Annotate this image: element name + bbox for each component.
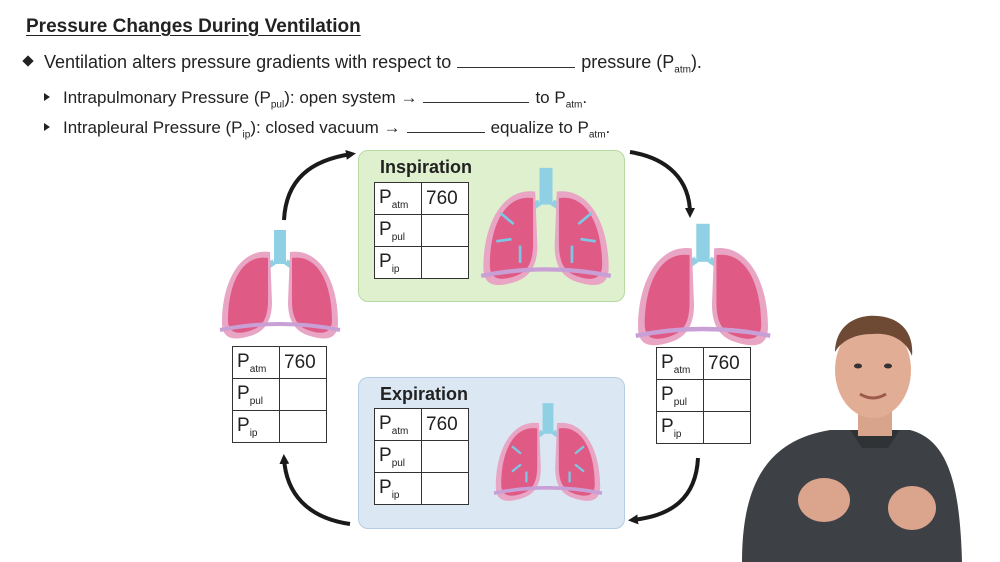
label-ppul: Ppul <box>374 214 422 247</box>
value-pip <box>279 410 327 443</box>
arrow-to-expiration-icon <box>628 457 700 525</box>
bullet-text: Ventilation alters pressure gradients wi… <box>44 52 452 72</box>
bullet-ventilation: Ventilation alters pressure gradients wi… <box>22 52 702 76</box>
answer-blank <box>423 88 530 103</box>
label-ppul: Ppul <box>232 378 280 411</box>
value-ppul <box>279 378 327 411</box>
value-patm: 760 <box>421 408 469 441</box>
bullet-text: Intrapleural Pressure (P <box>63 118 243 137</box>
value-ppul <box>421 214 469 247</box>
value-patm: 760 <box>279 346 327 379</box>
label-patm: Patm <box>374 182 422 215</box>
bullet-text-post: pressure (P <box>581 52 675 72</box>
label-pip: Pip <box>656 411 704 444</box>
label-pip: Pip <box>374 472 422 505</box>
bullet-text-post: to P <box>535 88 566 107</box>
subscript: ip <box>242 129 251 141</box>
value-pip <box>703 411 751 444</box>
label-pip: Pip <box>232 410 280 443</box>
value-pip <box>421 246 469 279</box>
label-patm: Patm <box>232 346 280 379</box>
bullet-text-mid: ): open system → <box>284 88 418 107</box>
answer-blank <box>457 53 576 68</box>
arrow-to-inspiration-icon <box>282 149 356 221</box>
label-patm: Patm <box>656 347 704 380</box>
triangle-bullet-icon <box>44 92 50 101</box>
value-pip <box>421 472 469 505</box>
subscript: atm <box>674 64 691 76</box>
value-patm: 760 <box>421 182 469 215</box>
subscript: atm <box>565 99 583 111</box>
bullet-text-end: ). <box>690 52 702 72</box>
arrow-to-left-lungs-icon <box>279 454 351 526</box>
value-patm: 760 <box>703 347 751 380</box>
label-ppul: Ppul <box>374 440 422 473</box>
label-pip: Pip <box>374 246 422 279</box>
label-ppul: Ppul <box>656 379 704 412</box>
bullet-text-post: equalize to P <box>490 118 589 137</box>
diamond-bullet-icon <box>22 55 34 67</box>
page-title: Pressure Changes During Ventilation <box>26 16 361 37</box>
arrow-to-right-lungs-icon <box>629 150 695 218</box>
bullet-text-end: . <box>582 88 588 107</box>
subscript: pul <box>270 99 285 111</box>
bullet-text-mid: ): closed vacuum → <box>250 118 401 137</box>
bullet-text: Intrapulmonary Pressure (P <box>63 88 271 107</box>
presenter-figure <box>742 315 962 562</box>
inspiration-title: Inspiration <box>380 157 473 177</box>
value-ppul <box>421 440 469 473</box>
bullet-intrapulmonary: Intrapulmonary Pressure (Ppul): open sys… <box>44 88 587 110</box>
lungs-neutral-right-icon <box>636 224 770 345</box>
value-ppul <box>703 379 751 412</box>
subscript: atm <box>588 129 606 141</box>
expiration-title: Expiration <box>380 384 469 404</box>
answer-blank <box>406 118 485 133</box>
lungs-neutral-left-icon <box>220 230 340 338</box>
triangle-bullet-icon <box>44 122 50 131</box>
bullet-intrapleural: Intrapleural Pressure (Pip): closed vacu… <box>44 118 610 140</box>
bullet-text-end: . <box>605 118 611 137</box>
label-patm: Patm <box>374 408 422 441</box>
